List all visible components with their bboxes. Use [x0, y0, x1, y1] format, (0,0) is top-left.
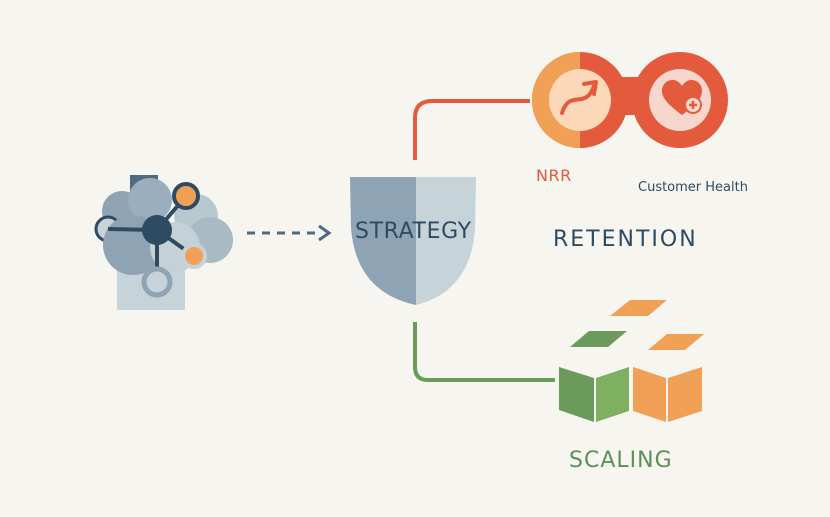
block-top-green	[570, 331, 627, 347]
brain-node-orange-top	[172, 182, 200, 210]
stacked-blocks-icon	[559, 300, 704, 422]
growth-arrow-curve	[560, 84, 596, 115]
shield-left-half	[350, 177, 416, 305]
strategy-label: STRATEGY	[355, 219, 472, 244]
block-top-orange	[610, 300, 667, 316]
brain-node-orange-right	[181, 243, 207, 269]
scaling-label: SCALING	[569, 448, 673, 473]
brain-node-center	[142, 215, 172, 245]
dashed-arrow-icon	[247, 224, 332, 242]
brain-node-bottom	[141, 266, 173, 298]
arrow-head	[318, 224, 332, 242]
scaling-connector	[413, 322, 555, 382]
shield-right-half	[416, 177, 476, 305]
growth-arrow-head	[582, 80, 598, 96]
retention-icon-pair	[532, 52, 728, 148]
block-orange-right-face	[668, 367, 702, 422]
retention-label: RETENTION	[553, 227, 698, 252]
block-orange-left-face	[633, 367, 666, 422]
retention-connector	[413, 99, 530, 160]
brain-circle-upper-center	[128, 178, 172, 222]
brain-network-icon	[94, 175, 233, 310]
shield-icon	[350, 177, 476, 305]
block-top-orange-right	[648, 334, 704, 350]
nrr-label: NRR	[536, 166, 572, 185]
customer-health-label: Customer Health	[638, 180, 748, 195]
block-green-right-face	[596, 367, 629, 422]
growth-arrow-icon	[560, 80, 598, 115]
block-green-left-face	[559, 367, 594, 422]
heart-plus-icon	[662, 80, 702, 115]
